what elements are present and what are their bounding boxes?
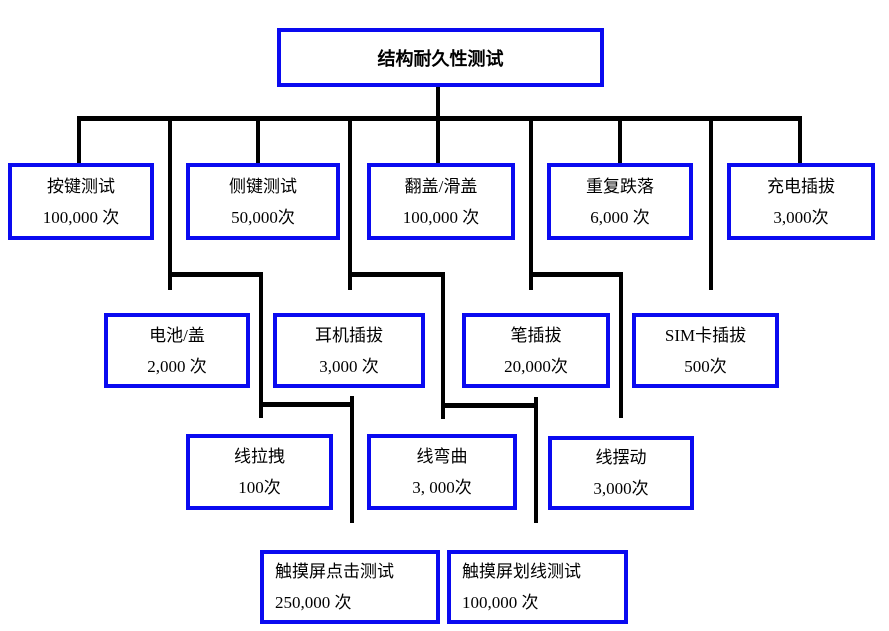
node-count: 100,000 次 xyxy=(462,593,539,612)
connector-drop-row4-1 xyxy=(350,396,354,523)
connector-branch-rail-1 xyxy=(168,272,263,277)
node-title: 充电插拔 xyxy=(767,176,835,196)
node-touchscreen-tap-test: 触摸屏点击测试 250,000 次 xyxy=(260,550,440,624)
connector-drop-row2-3 xyxy=(529,116,533,290)
node-earphone-plug-test: 耳机插拔 3,000 次 xyxy=(273,313,425,388)
node-title: 耳机插拔 xyxy=(315,325,383,345)
node-count: 50,000次 xyxy=(231,207,295,227)
node-count: 500次 xyxy=(684,356,727,376)
connector-riser-row3-1 xyxy=(259,272,263,418)
connector-branch-rail-4 xyxy=(259,402,354,407)
node-battery-cover-test: 电池/盖 2,000 次 xyxy=(104,313,250,388)
connector-riser-row3-3 xyxy=(619,272,623,418)
node-flip-slide-test: 翻盖/滑盖 100,000 次 xyxy=(367,163,515,240)
connector-drop-row2-4 xyxy=(709,116,713,290)
node-title: 侧键测试 xyxy=(229,176,297,196)
node-title: 触摸屏点击测试 xyxy=(275,562,394,581)
node-title: 线摆动 xyxy=(595,448,647,467)
connector-drop-row1-5 xyxy=(798,116,802,165)
node-count: 100,000 次 xyxy=(42,207,120,227)
connector-drop-row1-1 xyxy=(77,116,81,165)
connector-branch-rail-5 xyxy=(441,403,538,408)
node-count: 100次 xyxy=(238,478,281,497)
connector-drop-row1-2 xyxy=(256,116,260,165)
node-title: 触摸屏划线测试 xyxy=(462,562,581,581)
connector-branch-rail-2 xyxy=(348,272,445,277)
connector-drop-row2-2 xyxy=(348,116,352,290)
node-repeated-drop-test: 重复跌落 6,000 次 xyxy=(547,163,693,240)
node-count: 6,000 次 xyxy=(590,207,650,227)
node-title: 翻盖/滑盖 xyxy=(404,176,478,196)
node-count: 3,000 次 xyxy=(319,356,379,376)
node-title: 线弯曲 xyxy=(416,447,468,466)
connector-root-drop xyxy=(436,87,440,165)
connector-drop-row2-1 xyxy=(168,116,172,290)
connector-bus xyxy=(77,116,802,121)
node-side-key-test: 侧键测试 50,000次 xyxy=(186,163,340,240)
node-stylus-plug-test: 笔插拔 20,000次 xyxy=(462,313,610,388)
node-title: 线拉拽 xyxy=(234,447,285,466)
node-charger-plug-test: 充电插拔 3,000次 xyxy=(727,163,875,240)
node-count: 3,000次 xyxy=(593,479,649,498)
node-title: 重复跌落 xyxy=(586,176,654,196)
node-count: 250,000 次 xyxy=(275,593,352,612)
node-cable-swing-test: 线摆动 3,000次 xyxy=(548,436,694,510)
node-title: 结构耐久性测试 xyxy=(377,48,504,69)
node-count: 3, 000次 xyxy=(412,478,472,497)
node-title: SIM卡插拔 xyxy=(664,325,747,345)
node-title: 笔插拔 xyxy=(510,325,562,345)
node-count: 3,000次 xyxy=(773,207,829,227)
connector-riser-row3-2 xyxy=(441,272,445,419)
node-count: 2,000 次 xyxy=(147,356,207,376)
node-touchscreen-swipe-test: 触摸屏划线测试 100,000 次 xyxy=(447,550,628,624)
node-title: 按键测试 xyxy=(47,176,115,196)
node-cable-bend-test: 线弯曲 3, 000次 xyxy=(367,434,517,510)
node-count: 100,000 次 xyxy=(402,207,480,227)
node-structural-durability-test: 结构耐久性测试 xyxy=(277,28,604,87)
connector-drop-row4-2 xyxy=(534,397,538,523)
node-title: 电池/盖 xyxy=(149,325,205,345)
node-cable-pull-test: 线拉拽 100次 xyxy=(186,434,333,510)
node-count: 20,000次 xyxy=(504,356,568,376)
connector-branch-rail-3 xyxy=(529,272,623,277)
node-sim-card-plug-test: SIM卡插拔 500次 xyxy=(632,313,779,388)
node-key-press-test: 按键测试 100,000 次 xyxy=(8,163,154,240)
connector-drop-row1-4 xyxy=(618,116,622,165)
